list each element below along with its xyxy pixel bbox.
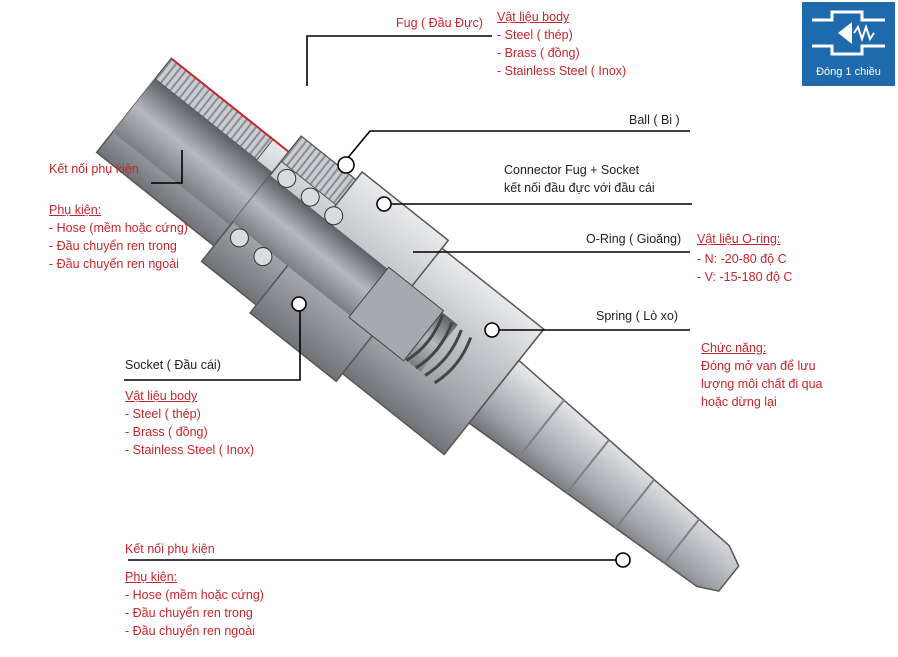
one-way-valve-logo: Đóng 1 chiều [802, 2, 895, 86]
leader-ball [345, 130, 690, 161]
valve-poppet [348, 266, 445, 362]
dot-spring [484, 322, 500, 338]
label-connect-top: Kết nối phụ kiện [49, 162, 139, 176]
oring-material-2: - V: -15-180 độ C [697, 270, 793, 284]
dot-socket [291, 296, 307, 312]
body-material-list-bottom: - Steel ( thép) - Brass ( đồng) - Stainl… [125, 405, 254, 459]
body-material-bottom-2: - Brass ( đồng) [125, 425, 208, 439]
leader-fug [306, 35, 492, 86]
hose-barb [467, 359, 740, 592]
label-connect-bottom: Kết nối phụ kiện [125, 542, 215, 556]
dot-connector [376, 196, 392, 212]
oring-material-1: - N: -20-80 độ C [697, 252, 787, 266]
body-material-top-2: - Brass ( đồng) [497, 46, 580, 60]
ball-3 [324, 206, 344, 226]
ball-2 [300, 187, 320, 207]
fug-outline-red [170, 57, 290, 153]
label-connector-2: kết nối đầu đực với đầu cái [504, 181, 655, 195]
label-socket: Socket ( Đầu cái) [125, 358, 221, 372]
callout-dots [291, 156, 631, 568]
oring-material-list: - N: -20-80 độ C - V: -15-180 độ C [697, 250, 792, 286]
accessory-bottom-3: - Đầu chuyển ren ngoài [125, 624, 255, 638]
barb-ridges [516, 398, 701, 564]
function-text: Đóng mở van để lưu lượng môi chất đi qua… [701, 357, 823, 411]
function-title: Chức năng: [701, 341, 767, 355]
ball-5 [253, 247, 273, 267]
accessories-title-bottom: Phụ kiện: [125, 570, 178, 584]
body-material-title-bottom: Vật liệu body [125, 389, 198, 403]
label-fug: Fug ( Đầu Đực) [396, 16, 483, 30]
function-line-1: Đóng mở van để lưu [701, 359, 816, 373]
dot-ball [337, 156, 355, 174]
oring-material-title: Vật liệu O-ring: [697, 232, 781, 246]
ball-1 [277, 168, 297, 188]
label-oring: O-Ring ( Gioăng) [586, 232, 682, 246]
body-material-title-top: Vật liệu body [497, 10, 570, 24]
leader-connect-top [151, 150, 183, 184]
label-connector-1: Connector Fug + Socket [504, 163, 640, 177]
body-material-top-3: - Stainless Steel ( Inox) [497, 64, 627, 78]
leader-lines [124, 35, 692, 561]
accessories-list-top: - Hose (mềm hoặc cứng) - Đầu chuyển ren … [49, 219, 188, 273]
accessory-top-1: - Hose (mềm hoặc cứng) [49, 221, 188, 235]
logo-caption: Đóng 1 chiều [816, 66, 881, 78]
accessory-bottom-2: - Đầu chuyển ren trong [125, 606, 253, 620]
fug-bore [112, 78, 273, 226]
body-material-bottom-1: - Steel ( thép) [125, 407, 201, 421]
accessories-title-top: Phụ kiện: [49, 203, 102, 217]
accessory-top-3: - Đầu chuyển ren ngoài [49, 257, 179, 271]
body-material-bottom-3: - Stainless Steel ( Inox) [125, 443, 255, 457]
spring-coil [405, 314, 473, 385]
valve-symbol-icon [812, 10, 885, 56]
body-material-list-top: - Steel ( thép) - Brass ( đồng) - Stainl… [497, 26, 626, 80]
accessory-bottom-1: - Hose (mềm hoặc cứng) [125, 588, 264, 602]
accessories-list-bottom: - Hose (mềm hoặc cứng) - Đầu chuyển ren … [125, 586, 264, 640]
label-ball: Ball ( Bi ) [629, 113, 680, 127]
body-material-top-1: - Steel ( thép) [497, 28, 573, 42]
function-line-2: lượng môi chất đi qua [701, 377, 823, 391]
leader-socket [124, 305, 301, 381]
accessory-top-2: - Đầu chuyển ren trong [49, 239, 177, 253]
dot-connect-bottom [615, 552, 631, 568]
label-spring: Spring ( Lò xo) [596, 309, 678, 323]
function-line-3: hoặc dừng lại [701, 395, 777, 409]
ball-4 [229, 228, 249, 248]
